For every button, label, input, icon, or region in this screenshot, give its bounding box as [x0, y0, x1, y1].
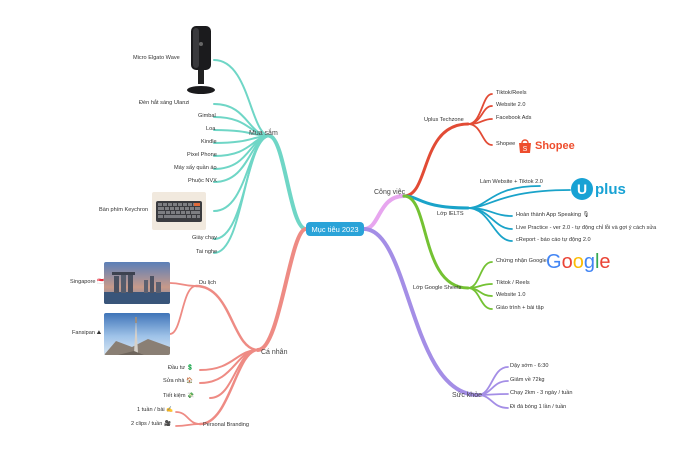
- branch-mua-sam[interactable]: Mua sắm: [249, 130, 278, 137]
- item-gimbal[interactable]: Gimbal: [198, 113, 216, 119]
- root-node[interactable]: Mục tiêu 2023: [306, 222, 364, 236]
- item-chay-bo[interactable]: Chạy 2km - 3 ngày / tuần: [510, 390, 573, 396]
- uplus-logo-text: plus: [595, 180, 626, 198]
- item-2-clips[interactable]: 2 clips / tuần 🎥: [131, 421, 171, 427]
- singapore-image: [104, 262, 170, 304]
- item-uplus-shopee[interactable]: Shopee: [496, 141, 516, 147]
- branch-suc-khoe[interactable]: Sức khỏe: [452, 392, 482, 399]
- item-uplus-website[interactable]: Website 2.0: [496, 102, 526, 108]
- item-ielts-creport[interactable]: cReport - báo cáo tự động 2.0: [516, 237, 591, 243]
- item-day-som[interactable]: Dậy sớm - 6:30: [510, 363, 549, 369]
- item-ielts-website[interactable]: Làm Website + Tiktok 2.0: [480, 179, 543, 185]
- branch-ca-nhan[interactable]: Cá nhân: [261, 349, 288, 356]
- item-kindle[interactable]: Kindle: [201, 139, 217, 145]
- item-singapore[interactable]: Singapore 🇸🇬: [70, 279, 105, 285]
- svg-text:S: S: [523, 146, 528, 153]
- item-phuoc[interactable]: Phuộc NVX: [188, 178, 217, 184]
- item-ielts-app[interactable]: Hoàn thành App Speaking 🎙: [516, 212, 590, 218]
- item-loa[interactable]: Loa: [206, 126, 216, 132]
- item-gs-website[interactable]: Website 1.0: [496, 292, 526, 298]
- google-logo: Google: [546, 251, 611, 273]
- item-den[interactable]: Đèn hắt sáng Ulanzi: [139, 100, 190, 106]
- item-micro[interactable]: Micro Elgato Wave: [133, 55, 180, 61]
- item-uplus-tiktok[interactable]: Tiktok/Reels: [496, 90, 527, 96]
- item-gs-giao-trinh[interactable]: Giáo trình + bài tập: [496, 305, 544, 311]
- item-fansipan[interactable]: Fansipan ⛰: [72, 330, 102, 336]
- item-tai-nghe[interactable]: Tai nghe: [196, 249, 218, 255]
- sub-lop-google-sheets[interactable]: Lớp Google Sheets: [413, 285, 462, 291]
- item-keychron[interactable]: Bàn phím Keychron: [99, 207, 149, 213]
- item-gs-chung-nhan[interactable]: Chứng nhận Google: [496, 258, 547, 264]
- item-may-say[interactable]: Máy sấy quần áo: [174, 165, 217, 171]
- sub-uplus-techzone[interactable]: Uplus Techzone: [424, 117, 464, 123]
- item-giay[interactable]: Giày chạy: [192, 235, 217, 241]
- item-giam-can[interactable]: Giảm về 72kg: [510, 377, 545, 383]
- fansipan-image: [104, 313, 170, 355]
- item-sua-nha[interactable]: Sửa nhà 🏠: [163, 378, 193, 384]
- item-da-bong[interactable]: Đi đá bóng 1 lần / tuần: [510, 404, 567, 410]
- shopee-logo-text: Shopee: [535, 140, 575, 152]
- keyboard-image: [152, 192, 206, 230]
- item-ielts-live[interactable]: Live Practice - ver 2.0 - tự động chỉ lỗ…: [516, 225, 657, 231]
- item-uplus-fb-ads[interactable]: Facebook Ads: [496, 115, 532, 121]
- microphone-image: [184, 24, 218, 96]
- uplus-u-icon: U: [571, 178, 593, 200]
- sub-lop-ielts[interactable]: Lớp IELTS: [437, 211, 464, 217]
- uplus-logo: U plus: [571, 174, 633, 204]
- shopee-bag-icon: S: [519, 139, 531, 153]
- item-gs-tiktok[interactable]: Tiktok / Reels: [496, 280, 530, 286]
- sub-personal-branding[interactable]: Personal Branding: [203, 422, 250, 428]
- branch-cong-viec[interactable]: Công việc: [374, 189, 406, 196]
- item-pixel[interactable]: Pixel Phone: [187, 152, 217, 158]
- item-tiet-kiem[interactable]: Tiết kiệm 💸: [163, 393, 195, 399]
- shopee-logo: S Shopee: [518, 131, 580, 161]
- item-dau-tu[interactable]: Đầu tư 💲: [168, 365, 194, 371]
- sub-du-lich[interactable]: Du lịch: [199, 280, 217, 286]
- item-1-tuan-bai[interactable]: 1 tuần / bài ✍: [137, 407, 174, 413]
